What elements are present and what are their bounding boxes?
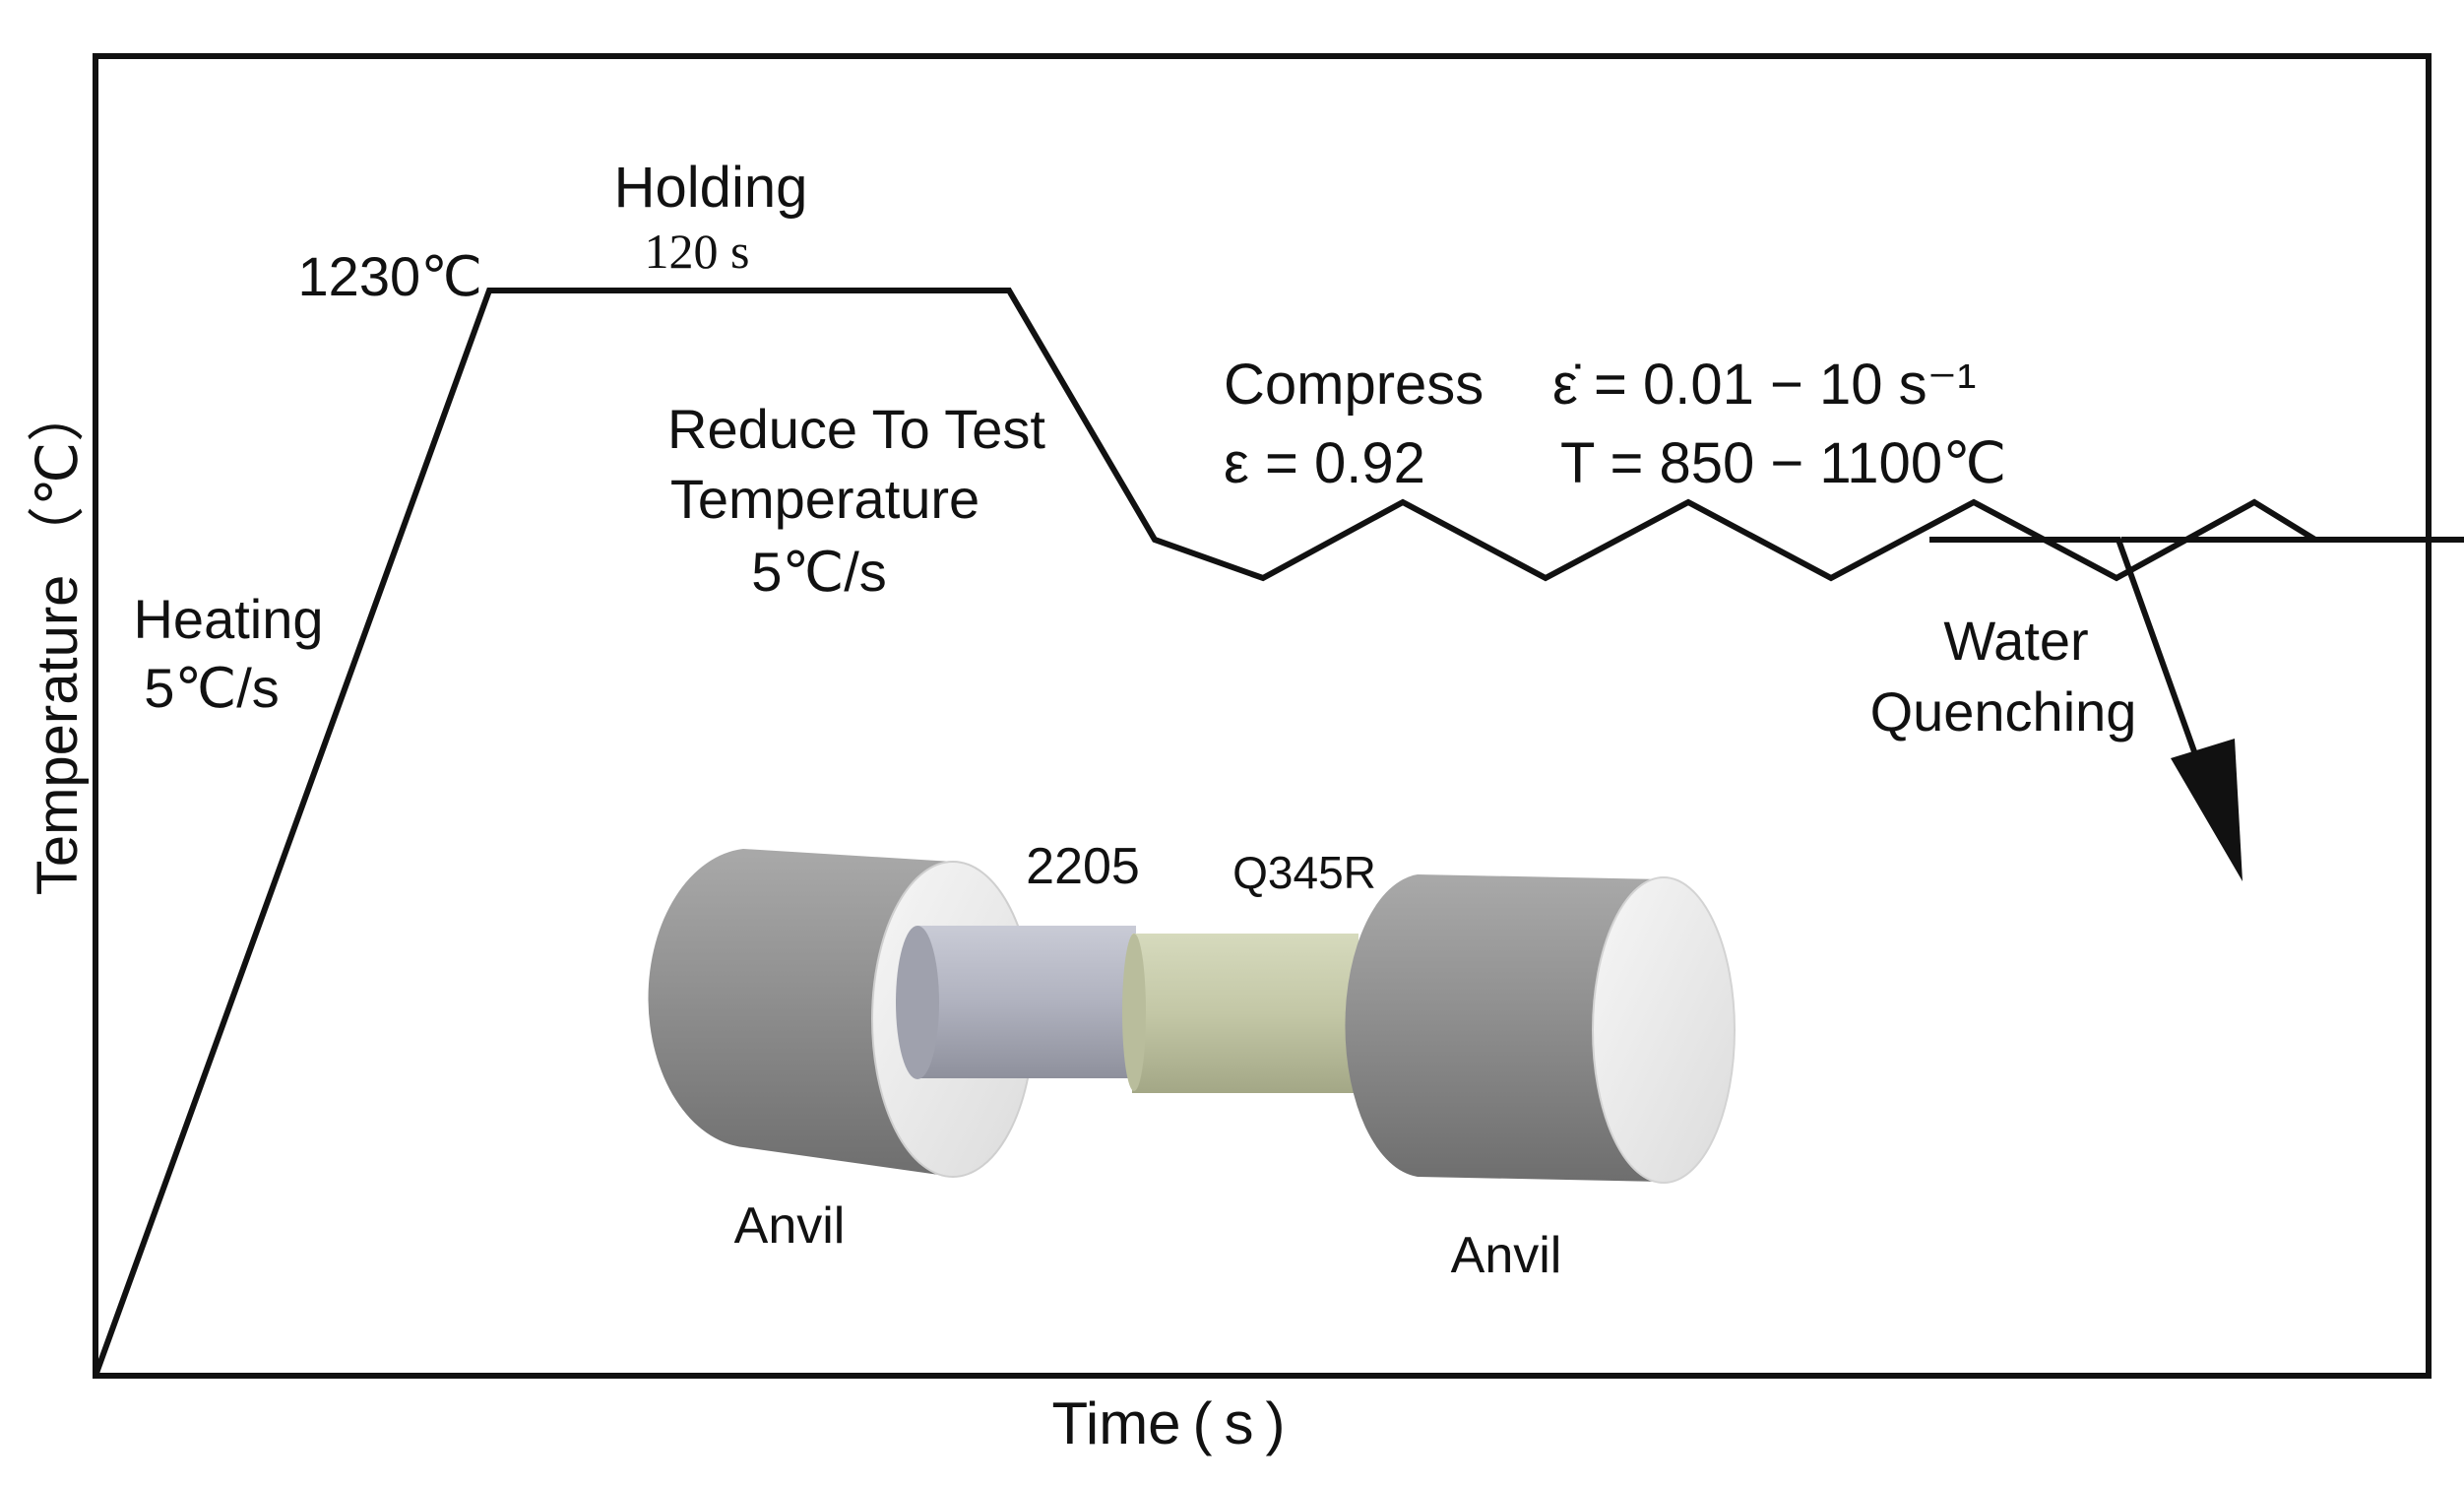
holding-time: 120 s — [645, 224, 750, 279]
quench-arrow-icon — [2171, 739, 2243, 881]
specimen-illustration: 2205 Q345R Anvil Anvil — [648, 838, 1736, 1284]
temperature-profile-line — [93, 288, 2464, 1378]
compress-label: Compress — [1224, 353, 1484, 417]
reduce-label-line1: Reduce To Test — [667, 398, 1045, 460]
quench-line — [1929, 537, 2203, 770]
sample-2205 — [896, 926, 1136, 1079]
test-temperature-label: T = 850 − 1100℃ — [1560, 431, 2006, 495]
holding-label: Holding — [614, 156, 808, 220]
quench-label-line2: Quenching — [1870, 680, 2137, 742]
strain-rate-label: ε̇ = 0.01 − 10 s⁻¹ — [1552, 353, 1977, 417]
peak-temperature-label: 1230℃ — [298, 245, 482, 307]
right-anvil — [1345, 874, 1736, 1184]
material-q345r-label: Q345R — [1232, 847, 1376, 898]
material-2205-label: 2205 — [1026, 838, 1140, 895]
heating-label: Heating — [133, 588, 323, 650]
plot-frame — [93, 53, 2432, 1379]
strain-label: ε = 0.92 — [1224, 431, 1425, 495]
reduce-label-line2: Temperature — [670, 468, 979, 530]
y-axis-label: Temperature （℃） — [26, 385, 90, 895]
left-anvil-label: Anvil — [734, 1197, 846, 1255]
reduce-rate: 5℃/s — [751, 541, 887, 603]
quench-label-line1: Water — [1943, 610, 2088, 672]
right-anvil-label: Anvil — [1451, 1227, 1562, 1284]
x-axis-label: Time ( s ) — [1051, 1390, 1285, 1456]
heating-rate: 5℃/s — [144, 657, 280, 719]
sample-q345r — [1122, 934, 1358, 1093]
